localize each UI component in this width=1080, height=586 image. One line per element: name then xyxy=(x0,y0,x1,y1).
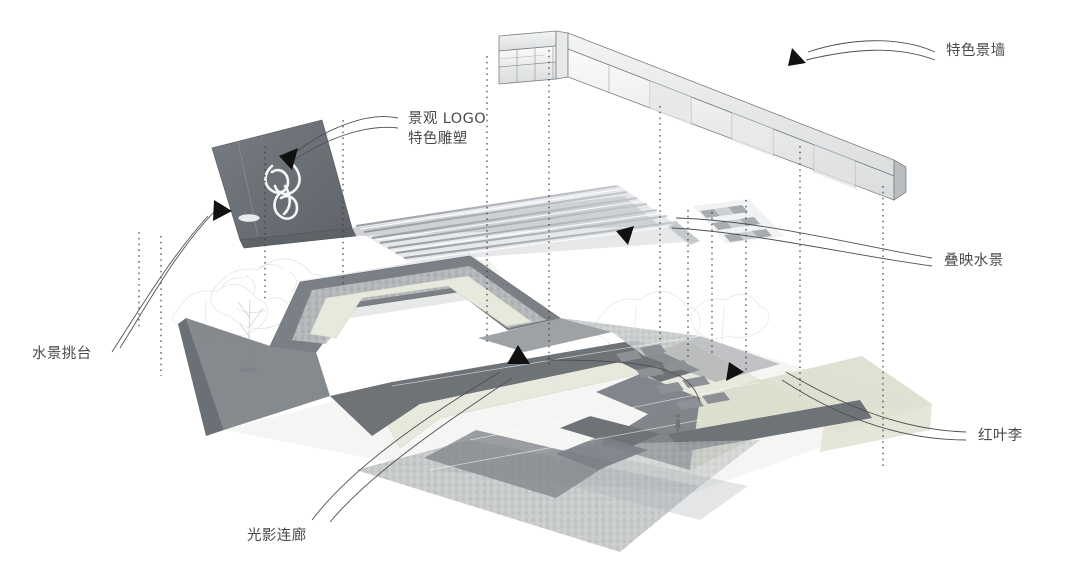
callout-label-water-view-terrace: 水景挑台 xyxy=(32,346,92,362)
callout-arrows xyxy=(213,48,806,381)
callout-label-light-shadow-corridor: 光影连廊 xyxy=(247,528,307,544)
callout-label-landscape-logo-sculpture: 景观 LOGO 特色雕塑 xyxy=(408,111,487,147)
callout-label-feature-wall: 特色景墙 xyxy=(946,43,1006,59)
human-figure-icon xyxy=(675,414,681,433)
callout-label-layered-water-feature: 叠映水景 xyxy=(944,253,1004,269)
feature-wall-group xyxy=(498,30,907,201)
callout-leaders xyxy=(111,40,967,523)
site-plan-chevrons xyxy=(178,255,932,552)
logo-sculpture-icon xyxy=(264,160,301,220)
stepping-stones xyxy=(616,344,730,410)
callout-label-red-leaf-plum: 红叶李 xyxy=(978,428,1023,444)
checkered-paving-patch xyxy=(693,199,784,244)
projection-lines xyxy=(138,50,884,468)
